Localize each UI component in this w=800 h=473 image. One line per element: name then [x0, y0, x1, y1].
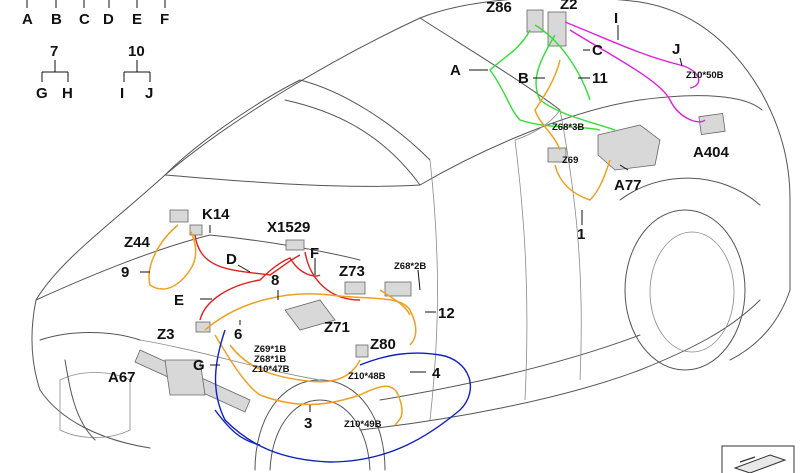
label-8: 8 [271, 272, 279, 289]
label-4: 4 [432, 365, 441, 382]
label-Z68-2B: Z68*2B [394, 261, 426, 272]
module-Z3 [195, 321, 211, 333]
label-A: A [450, 62, 461, 79]
label-J: J [672, 41, 680, 58]
legend-letter: B [51, 11, 62, 28]
module-Z44 [169, 209, 189, 223]
car-outline [31, 0, 791, 471]
label-A67: A67 [108, 369, 136, 386]
legend-letter: E [132, 11, 142, 28]
module-A77 [597, 124, 661, 171]
label-Z3: Z3 [157, 326, 175, 343]
label-E: E [174, 292, 184, 309]
module-A404 [698, 112, 726, 136]
label-Z2: Z2 [560, 0, 578, 13]
legend-parent: 7 [50, 43, 58, 60]
legend-letter: A [22, 11, 33, 28]
label-A404: A404 [693, 144, 730, 161]
module-Z69 [547, 147, 567, 163]
label-Z68-1B: Z68*1B [254, 354, 286, 365]
legend-letter: F [160, 11, 169, 28]
legend-child: H [62, 85, 73, 102]
label-Z44: Z44 [124, 234, 151, 251]
wires [148, 21, 706, 463]
label-B: B [518, 70, 529, 87]
module-Z80 [355, 344, 369, 358]
label-12: 12 [438, 305, 455, 322]
label-3: 3 [304, 415, 312, 432]
label-Z10-47B: Z10*47B [252, 364, 290, 375]
legend-top-row: A B C D E F [22, 0, 169, 28]
module-Z68-2B [384, 281, 412, 297]
components [134, 9, 726, 413]
label-Z68-3B: Z68*3B [552, 122, 584, 133]
legend-child: I [120, 85, 124, 102]
steering-motor [164, 359, 206, 396]
label-Z73: Z73 [339, 263, 365, 280]
legend-letter: C [79, 11, 90, 28]
legend-child: G [36, 85, 48, 102]
legend: A B C D E F 7 G H 10 I [22, 0, 169, 102]
label-1: 1 [577, 226, 585, 243]
legend-group-10: 10 I J [120, 43, 153, 102]
label-Z69: Z69 [562, 155, 578, 166]
view-direction-icon [721, 445, 795, 473]
module-X1529 [285, 239, 305, 251]
label-9: 9 [121, 264, 129, 281]
label-Z10-49B: Z10*49B [344, 419, 382, 430]
label-Z69-1B: Z69*1B [254, 344, 286, 355]
module-Z2 [547, 11, 567, 47]
legend-group-7: 7 G H [36, 43, 73, 102]
label-Z10-50B: Z10*50B [686, 70, 724, 81]
label-Z80: Z80 [370, 336, 396, 353]
module-Z73 [344, 281, 366, 295]
callout-labels: Z86 Z2 I C J A Z10*50B B 11 Z68*3B A404 … [108, 0, 730, 432]
label-I: I [614, 10, 618, 27]
module-Z86 [526, 9, 544, 33]
leader-lines [140, 25, 683, 412]
legend-child: J [145, 85, 153, 102]
label-Z10-48B: Z10*48B [348, 371, 386, 382]
label-X1529: X1529 [267, 219, 310, 236]
label-A77: A77 [614, 177, 642, 194]
legend-letter: D [103, 11, 114, 28]
label-F: F [310, 245, 319, 262]
module-Z71 [284, 299, 336, 331]
label-Z86: Z86 [486, 0, 512, 16]
label-6: 6 [234, 326, 242, 343]
label-11: 11 [592, 70, 608, 87]
label-C: C [592, 42, 603, 59]
label-K14: K14 [202, 206, 230, 223]
legend-parent: 10 [128, 43, 145, 60]
label-G: G [193, 357, 205, 374]
label-Z71: Z71 [324, 319, 350, 336]
label-D: D [226, 251, 237, 268]
